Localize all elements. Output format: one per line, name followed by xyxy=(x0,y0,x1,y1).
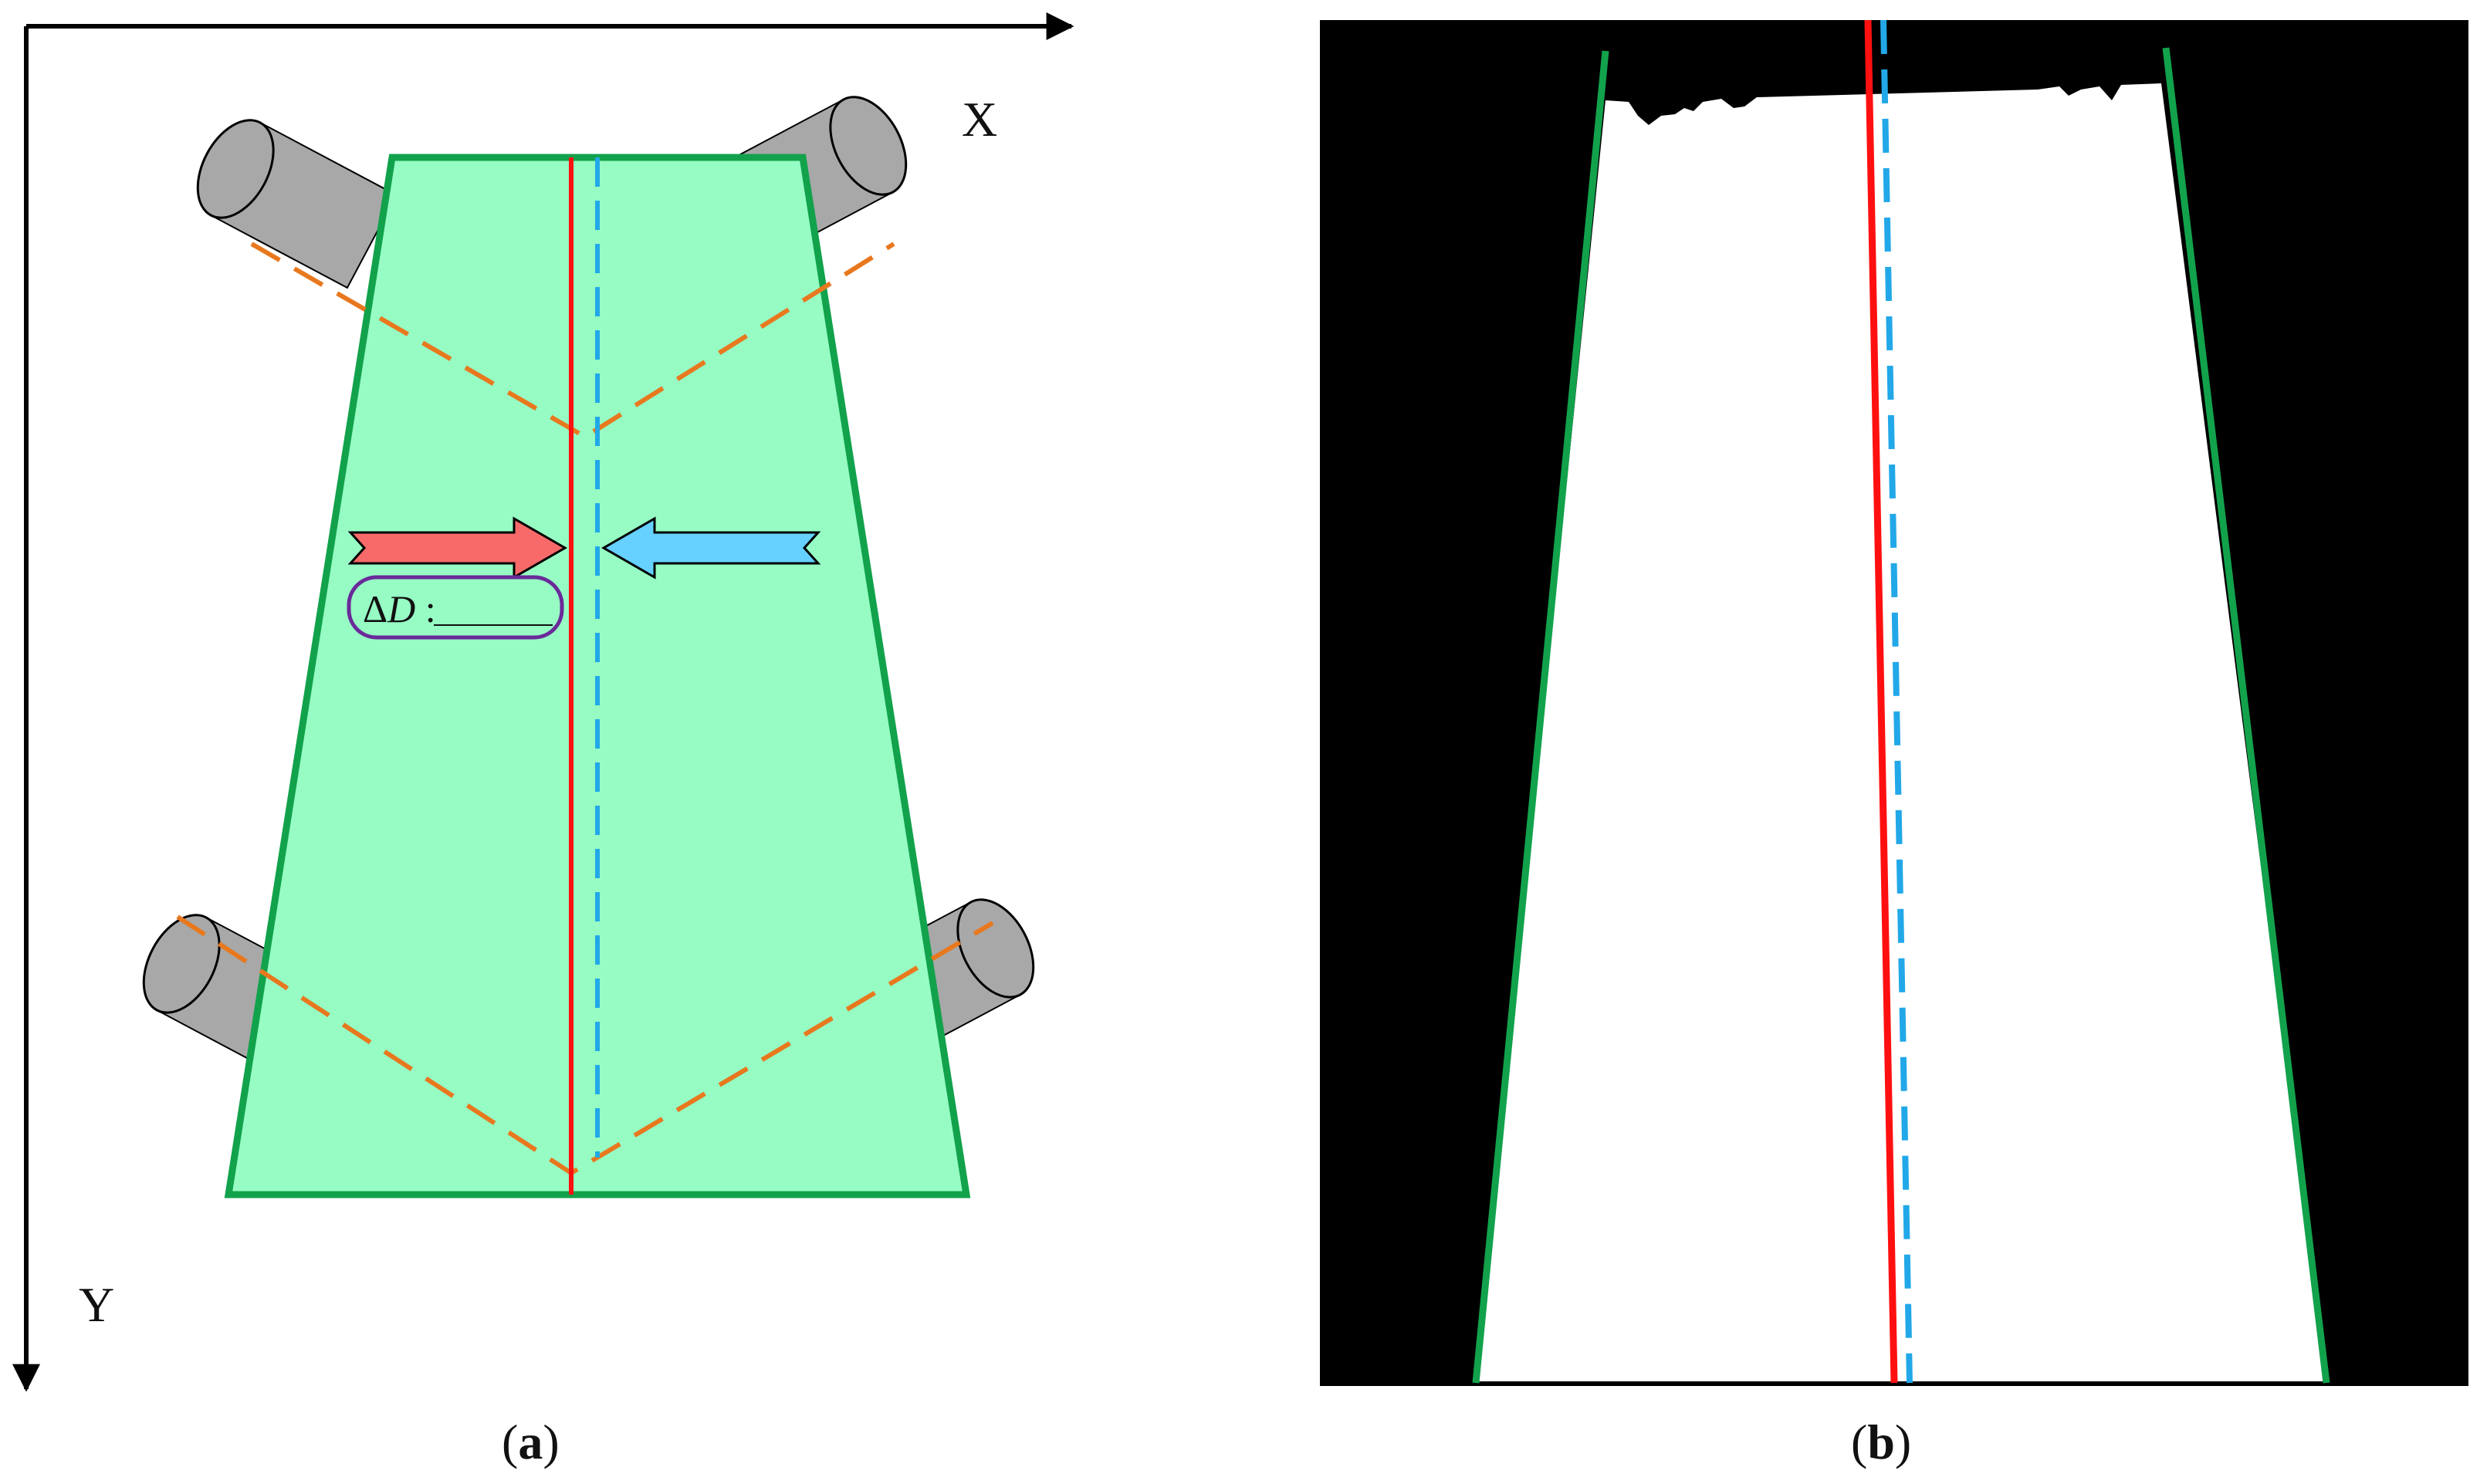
y-axis-label: Y xyxy=(79,1277,114,1332)
mask-red-center-line xyxy=(1864,19,1898,1384)
mask-left-edge xyxy=(1472,50,1609,1384)
delta-label: ΔD : xyxy=(363,587,436,630)
arrow-left-icon xyxy=(601,516,821,580)
mask-foreground xyxy=(1476,83,2326,1381)
panel-a: X Y xyxy=(12,12,1074,1469)
mask-blue-dashed-center-line xyxy=(1880,19,1913,1384)
caption-a-letter: a xyxy=(518,1415,543,1469)
caption-b-open: ( xyxy=(1851,1415,1867,1469)
delta-symbol: Δ xyxy=(363,587,387,630)
x-axis-label: X xyxy=(962,92,997,147)
caption-b-letter: b xyxy=(1867,1415,1895,1469)
caption-b-close: ) xyxy=(1895,1415,1911,1469)
top-sight-lines xyxy=(250,242,895,440)
delta-colon: : xyxy=(415,587,435,630)
delta-label-box xyxy=(347,575,564,640)
panel-b: (b) xyxy=(1320,19,2468,1469)
caption-b: (b) xyxy=(1851,1415,1911,1469)
caption-a-open: ( xyxy=(502,1415,518,1469)
camera-top-left-icon xyxy=(196,119,398,289)
delta-variable: D xyxy=(387,587,415,630)
caption-a: (a) xyxy=(502,1415,560,1469)
caption-a-close: ) xyxy=(543,1415,559,1469)
mask-right-edge xyxy=(2162,47,2330,1384)
